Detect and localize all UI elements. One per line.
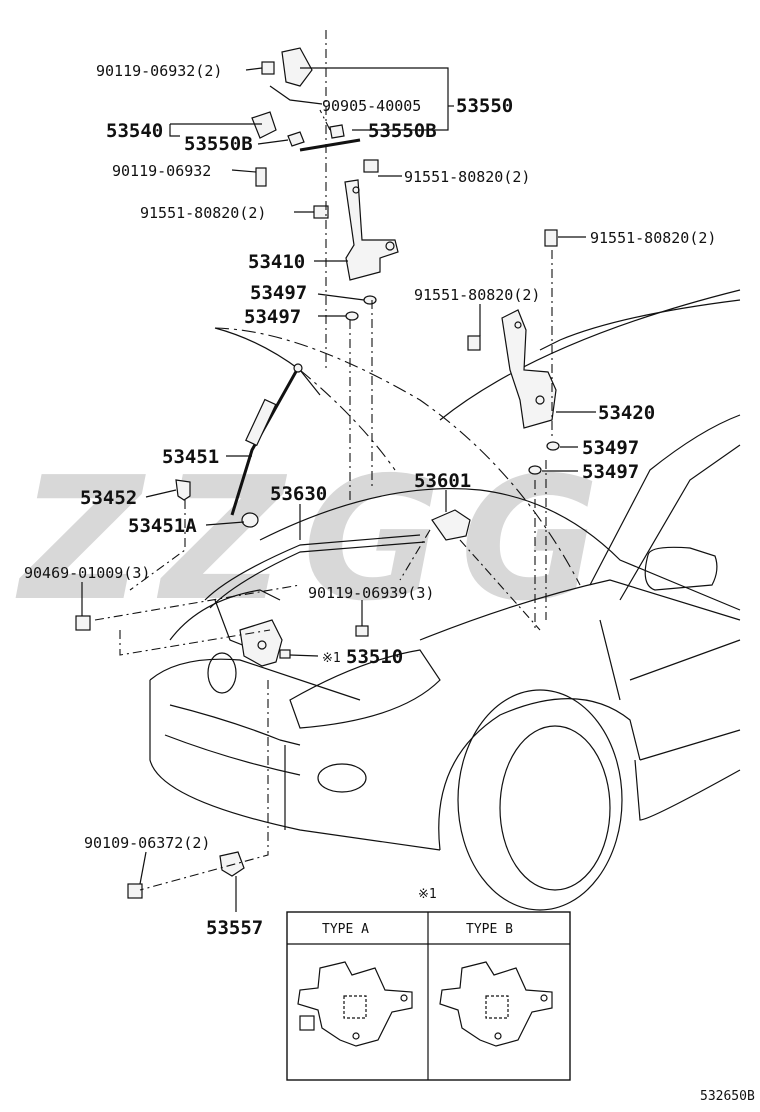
windshield-top <box>439 289 741 421</box>
hood-hinge-lh <box>344 179 399 281</box>
part-label: 91551-80820(2) <box>590 229 716 247</box>
hood-hinge-rh <box>501 309 557 429</box>
part-label: 53601 <box>414 470 471 492</box>
grille-top <box>149 658 361 701</box>
part-label: 53550B <box>184 133 253 155</box>
part-label: 53497 <box>244 306 301 328</box>
part-label: 90905-40005 <box>322 97 421 115</box>
hood-support-rod <box>230 363 303 528</box>
part-label: 90469-01009(3) <box>24 564 150 582</box>
part-label: 90119-06932(2) <box>96 62 222 80</box>
locator-lines <box>94 30 553 891</box>
headlight <box>289 649 441 729</box>
tire <box>457 689 623 911</box>
bracket-53601 <box>431 509 471 541</box>
hood-lock-control-lever <box>251 47 361 152</box>
leader-lines <box>81 67 596 912</box>
part-label: ※1 <box>322 651 341 666</box>
part-label: 53557 <box>206 917 263 939</box>
bolt-icon <box>363 159 379 173</box>
part-label: 53452 <box>80 487 137 509</box>
inset-marker: ※1 <box>418 887 437 902</box>
part-label: 53497 <box>582 461 639 483</box>
part-label: 91551-80820(2) <box>140 204 266 222</box>
wheel-arch <box>438 698 641 851</box>
inset-type-a: TYPE A <box>322 922 369 937</box>
figure-code: 532650B <box>700 1089 755 1104</box>
wheel-rim <box>499 725 611 891</box>
bolt-icon <box>127 883 143 899</box>
part-label: 53497 <box>250 282 307 304</box>
part-label: 53420 <box>598 402 655 424</box>
bumper <box>149 680 441 851</box>
part-label: 53540 <box>106 120 163 142</box>
bolt-icon <box>75 615 91 631</box>
watermark: ZZGG <box>15 441 618 639</box>
vehicle-outline <box>149 289 741 911</box>
a-pillar <box>589 414 741 586</box>
emblem <box>207 652 237 694</box>
rod-grommet <box>241 512 259 528</box>
bolt-icon <box>467 335 481 351</box>
part-label: 90119-06932 <box>112 162 211 180</box>
part-label: 53451A <box>128 515 197 537</box>
striker-53557 <box>219 851 245 877</box>
latch-type-a <box>297 961 413 1047</box>
part-label: 90109-06372(2) <box>84 834 210 852</box>
clip-53452 <box>175 479 191 501</box>
part-label: 91551-80820(2) <box>414 286 540 304</box>
part-label: 53497 <box>582 437 639 459</box>
inset-box: TYPE A TYPE B <box>286 911 571 1081</box>
latch-type-b <box>439 961 553 1047</box>
part-label: 53510 <box>346 646 403 668</box>
part-label: 53451 <box>162 446 219 468</box>
part-label: 91551-80820(2) <box>404 168 530 186</box>
bolt-icon <box>279 649 291 659</box>
inset-type-b: TYPE B <box>466 922 513 937</box>
part-label: 53550 <box>456 95 513 117</box>
part-label-group: 90119-06932(2) 90905-40005 53550 53540 5… <box>24 62 716 939</box>
bolt-icon <box>544 229 558 247</box>
washers <box>345 295 560 475</box>
hood-lock <box>239 619 283 667</box>
bolt-icon <box>255 167 267 187</box>
side-mirror <box>644 546 718 591</box>
bolt-icon <box>261 61 275 75</box>
fog-lamp <box>317 763 367 793</box>
bolts <box>75 61 558 899</box>
part-label: 53630 <box>270 483 327 505</box>
part-label: 90119-06939(3) <box>308 584 434 602</box>
bolt-icon <box>355 625 369 637</box>
hood-edge <box>214 327 581 586</box>
part-label: 53410 <box>248 251 305 273</box>
part-label: 53550B <box>368 120 437 142</box>
